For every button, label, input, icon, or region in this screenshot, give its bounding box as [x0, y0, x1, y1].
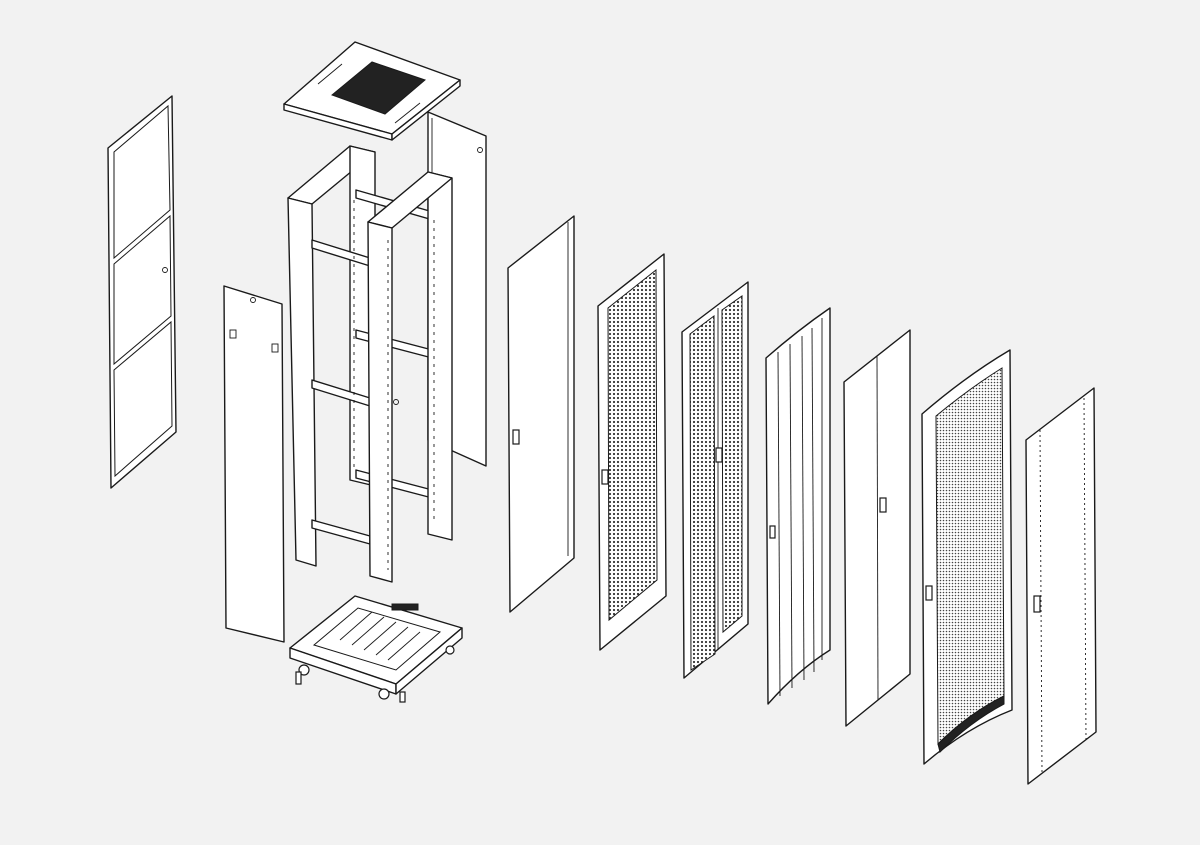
side-panel-left: [223, 285, 285, 643]
solid-door-double: [843, 329, 911, 727]
top-cover-vented: [283, 41, 461, 141]
rack-frame: [287, 145, 453, 583]
perforated-door-double: [681, 281, 749, 679]
side-panel-segmented: [107, 95, 177, 489]
curved-louvered-door: [765, 307, 831, 705]
vented-side-door: [1025, 387, 1097, 785]
base-with-casters: [289, 595, 463, 703]
curved-perforated-door: [921, 349, 1013, 765]
perforated-door-single: [597, 253, 667, 651]
solid-door: [507, 215, 575, 613]
